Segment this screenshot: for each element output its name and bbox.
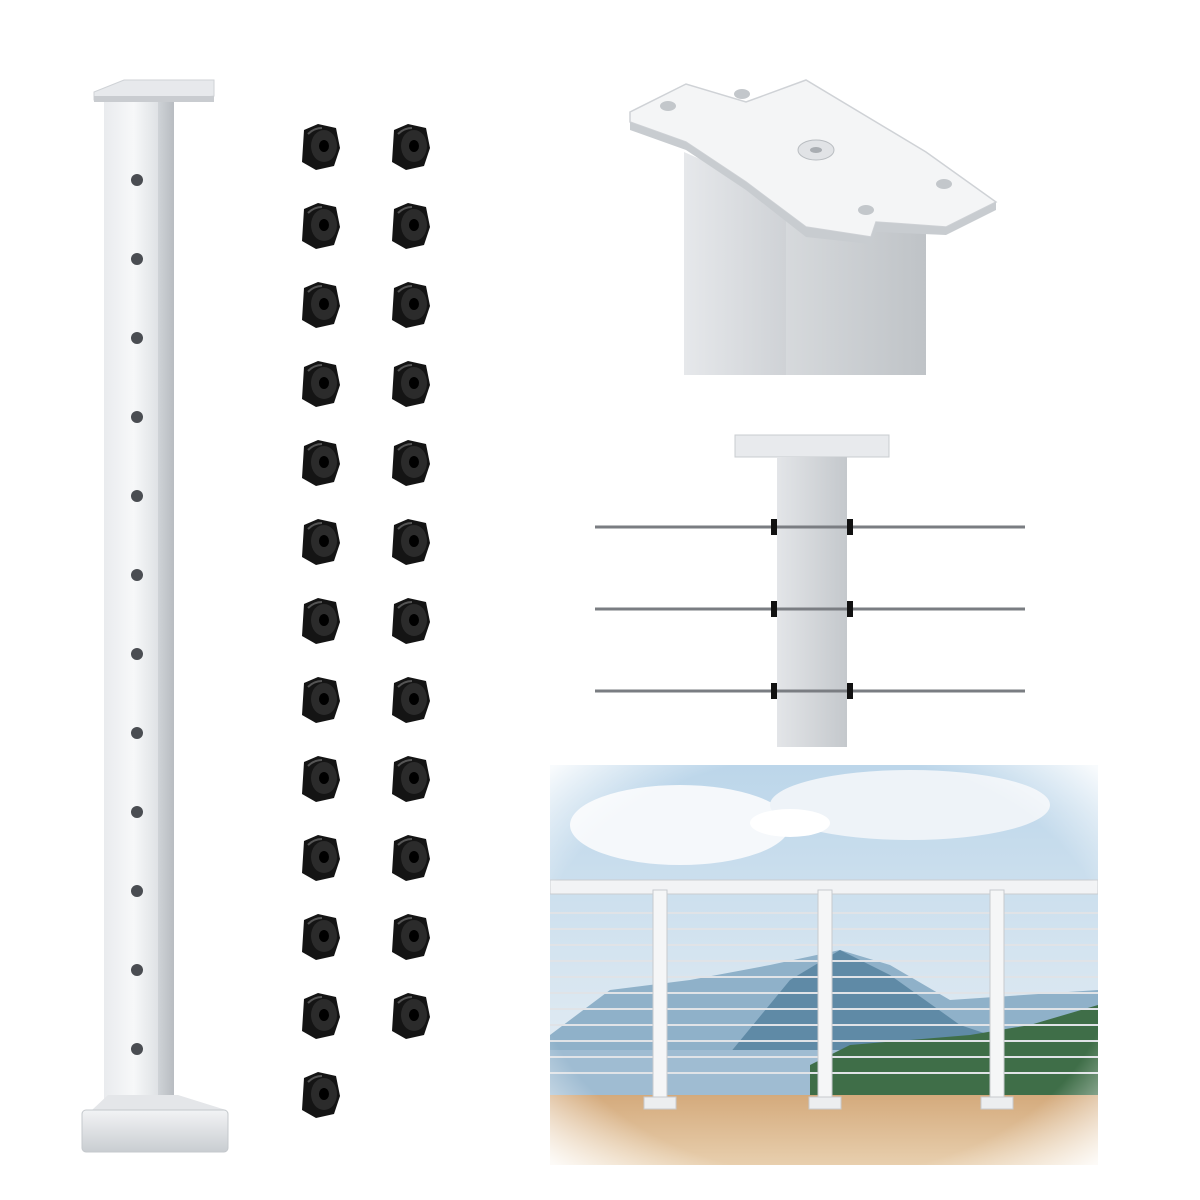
cable-hole: [131, 569, 143, 581]
cable-post-plate: [734, 434, 890, 458]
top-plate-edge: [94, 96, 214, 102]
detail-plate-center-screw-slot: [810, 147, 822, 153]
grommet-icon: [388, 280, 432, 330]
cable-assembly-svg: [595, 434, 1025, 747]
grommet-icon: [298, 596, 342, 646]
grommet-icon: [388, 517, 432, 567]
cable-grommet: [771, 519, 777, 535]
grommet-icon: [388, 596, 432, 646]
detail-plate-hole: [660, 101, 676, 111]
grommet-icon: [388, 438, 432, 488]
cable-hole: [131, 490, 143, 502]
main-post-image: [80, 70, 240, 1160]
grommet-icon: [388, 201, 432, 251]
cable-hole: [131, 885, 143, 897]
grommet-icon: [298, 122, 342, 172]
grommet-icon: [298, 359, 342, 409]
grommet-icon: [388, 359, 432, 409]
cable-hole: [131, 806, 143, 818]
cable-post-body: [777, 457, 847, 747]
base-plate-top: [92, 1095, 226, 1110]
cable-hole: [131, 411, 143, 423]
grommet-icon: [298, 991, 342, 1041]
top-plate-detail-image: [626, 72, 1006, 377]
vignette: [550, 765, 1098, 1165]
grommet-icon: [298, 833, 342, 883]
grommet-icon: [388, 122, 432, 172]
cables: [595, 519, 1025, 699]
detail-plate-hole: [936, 179, 952, 189]
cable-hole: [131, 174, 143, 186]
detail-plate-hole: [858, 205, 874, 215]
post-front-face: [104, 102, 158, 1102]
main-post-svg: [81, 79, 229, 1153]
grommet-set: [294, 122, 444, 1162]
post-side-face: [158, 102, 174, 1102]
grommet-icon: [298, 438, 342, 488]
cable-grommet: [847, 519, 853, 535]
grommet-icon: [388, 754, 432, 804]
cable-hole: [131, 332, 143, 344]
grommet-icon: [298, 517, 342, 567]
base-plate-front: [81, 1109, 229, 1153]
cable-grommet: [847, 683, 853, 699]
cable-grommet: [847, 601, 853, 617]
detail-plate-hole: [734, 89, 750, 99]
grommet-icon: [388, 912, 432, 962]
detail-post-left-face: [684, 152, 786, 375]
cable-assembly-image: [595, 432, 1025, 752]
top-plate-detail-svg: [629, 79, 998, 375]
grommet-icon: [298, 912, 342, 962]
cable-hole: [131, 1043, 143, 1055]
grommet-icon: [298, 280, 342, 330]
cable-hole: [131, 648, 143, 660]
cable-grommet: [771, 601, 777, 617]
cable-hole: [131, 727, 143, 739]
grommet-icon: [298, 754, 342, 804]
grommet-icon: [388, 675, 432, 725]
grommet-icon: [298, 201, 342, 251]
grommet-icon: [298, 1070, 342, 1120]
grommet-icon: [388, 833, 432, 883]
cable-hole: [131, 964, 143, 976]
grommet-icon: [388, 991, 432, 1041]
grommet-icon: [298, 675, 342, 725]
cable-grommet: [771, 683, 777, 699]
balcony-scene-svg: [550, 765, 1098, 1165]
balcony-scene-image: [550, 765, 1098, 1165]
cable-hole: [131, 253, 143, 265]
